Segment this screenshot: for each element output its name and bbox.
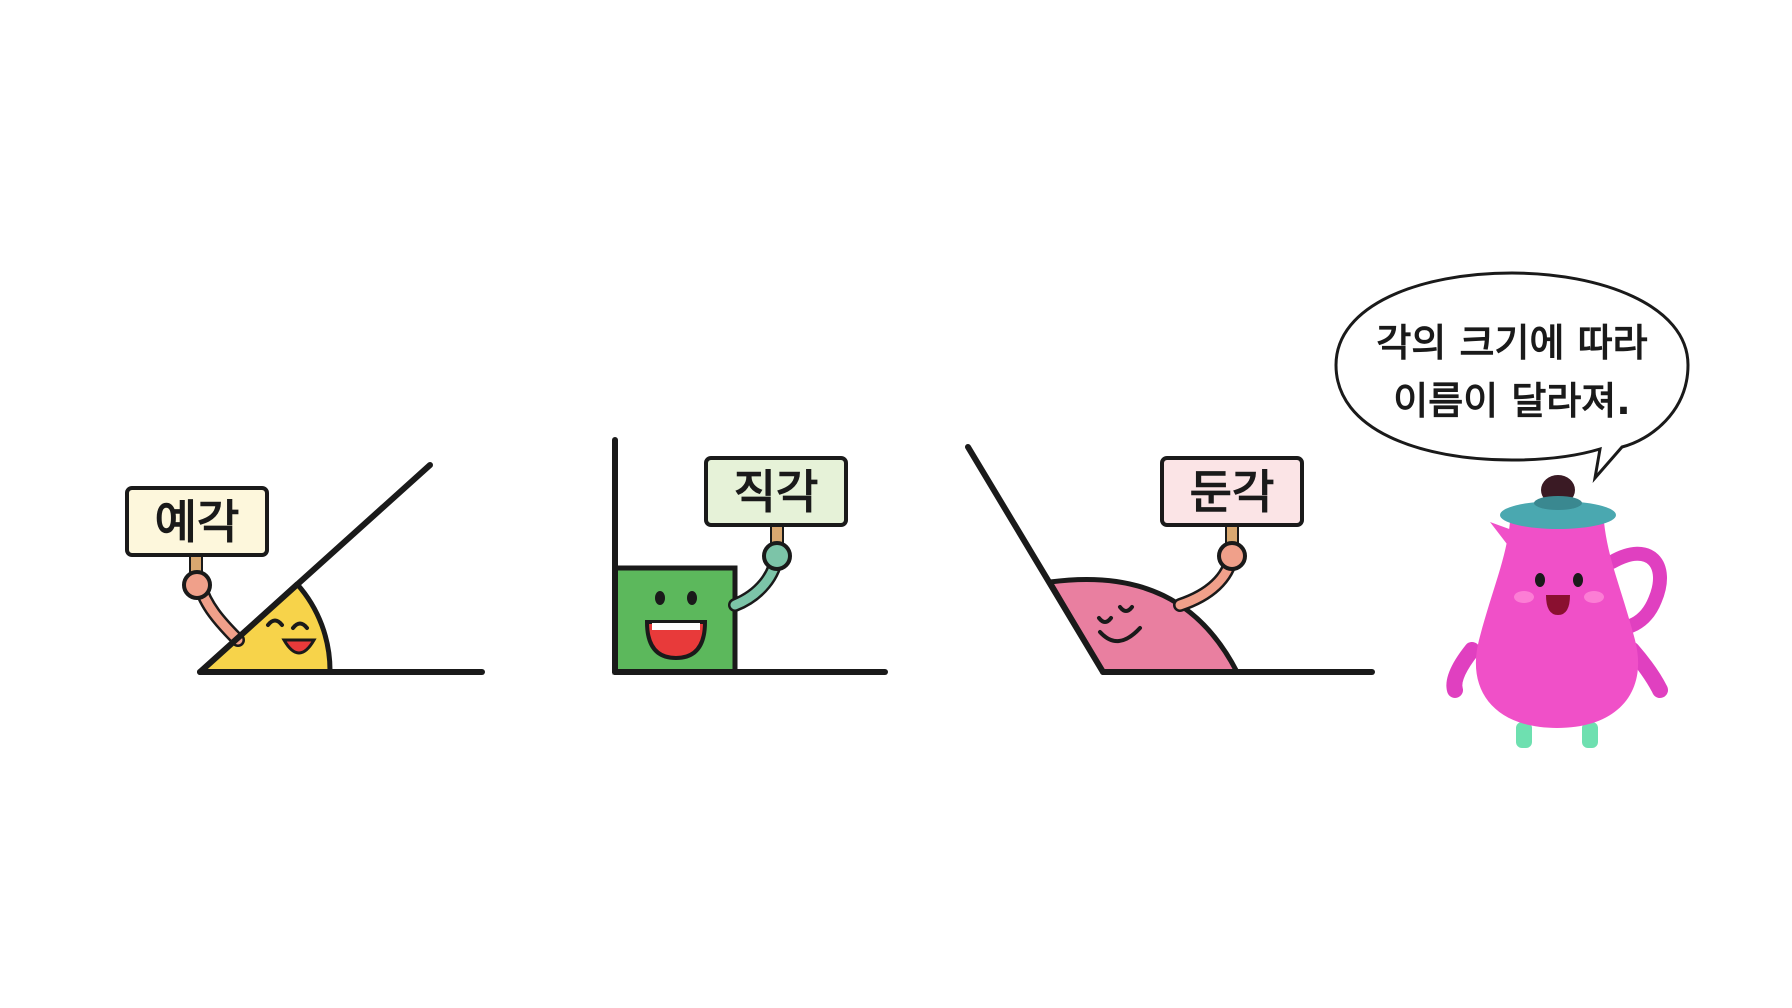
right-angle-figure: 직각 <box>612 437 888 675</box>
obtuse-character-body <box>1047 576 1240 675</box>
acute-character-hand <box>182 570 212 600</box>
pitcher-body <box>1475 522 1639 728</box>
pitcher-right-eye <box>1573 573 1583 587</box>
obtuse-character-hand <box>1217 541 1247 571</box>
pitcher-left-eye <box>1535 573 1545 587</box>
acute-angle-figure: 예각 <box>125 462 485 675</box>
acute-angle-ray <box>197 462 433 675</box>
right-character-mouth <box>644 620 708 661</box>
acute-sign-board <box>125 486 269 557</box>
right-character-hand <box>762 541 792 571</box>
acute-sign-label: 예각 <box>155 495 240 549</box>
speech-bubble-shape <box>1334 271 1690 484</box>
obtuse-character-mouth <box>1098 626 1142 643</box>
obtuse-sign-label: 둔각 <box>1190 465 1275 519</box>
speech-bubble-line-2: 이름이 달라져. <box>1393 379 1630 423</box>
pitcher-mouth <box>1546 595 1570 615</box>
obtuse-angle-figure: 둔각 <box>965 444 1375 675</box>
speech-bubble-line-1: 각의 크기에 따라 <box>1376 321 1647 365</box>
speech-bubble: 각의 크기에 따라 이름이 달라져. <box>1334 271 1690 484</box>
acute-character-mouth <box>281 638 317 655</box>
right-sign-board <box>704 456 848 527</box>
pitcher-lid <box>1500 501 1616 529</box>
obtuse-angle-ray <box>965 444 1106 675</box>
pitcher-character <box>1446 475 1668 748</box>
pitcher-right-foot <box>1582 722 1598 748</box>
pitcher-left-arm <box>1446 642 1480 698</box>
pitcher-left-foot <box>1516 722 1532 748</box>
pitcher-spout <box>1490 522 1512 548</box>
right-sign-label: 직각 <box>734 465 819 519</box>
obtuse-sign-board <box>1160 456 1304 527</box>
